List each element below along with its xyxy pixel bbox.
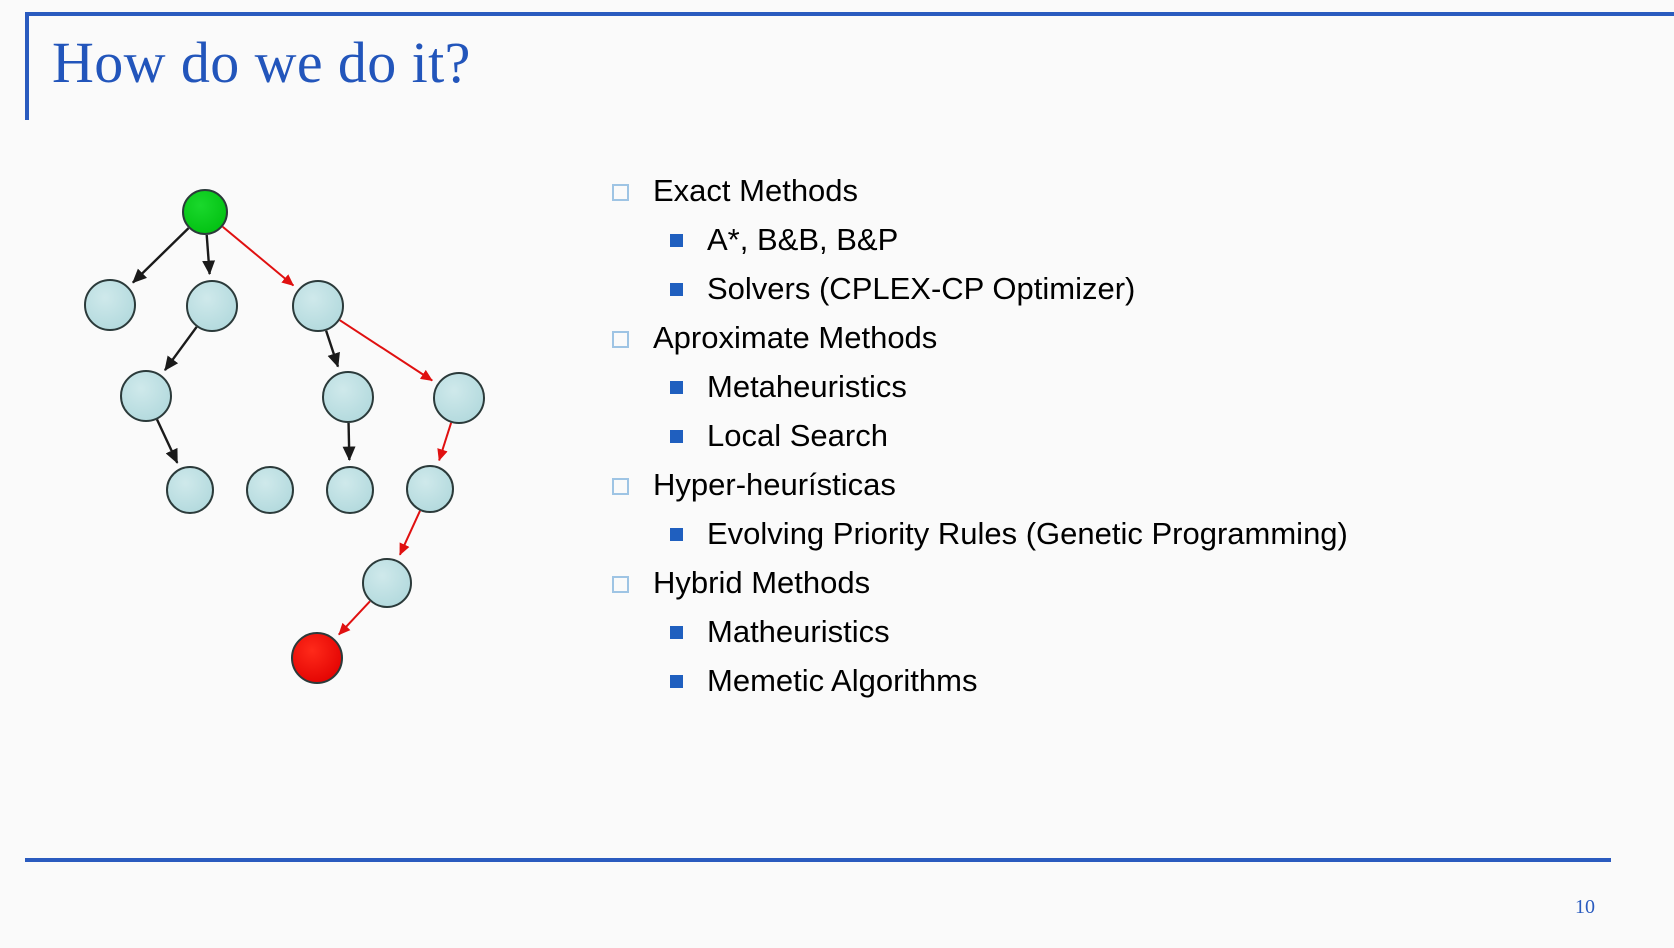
bullet-item: Evolving Priority Rules (Genetic Program… [612,509,1652,558]
bullet-item: Hybrid Methods [612,558,1652,607]
bullet-label: Hyper-heurísticas [653,467,896,502]
filled-square-bullet-icon [670,381,683,394]
tree-node [84,279,136,331]
hollow-square-bullet-icon [612,331,629,348]
bullet-item: Aproximate Methods [612,313,1652,362]
tree-edge-solution-path [437,422,453,462]
tree-node [246,466,294,514]
title-rule-left [25,12,29,120]
page-number: 10 [1575,896,1595,918]
bullet-label: Evolving Priority Rules (Genetic Program… [707,516,1348,551]
tree-edge-solution-path [338,600,371,636]
bullet-label: Exact Methods [653,173,859,208]
tree-node [322,371,374,423]
filled-square-bullet-icon [670,675,683,688]
search-tree-diagram [40,160,560,720]
bullet-item: A*, B&B, B&P [612,215,1652,264]
tree-edge-solution-path [398,510,421,556]
hollow-square-bullet-icon [612,576,629,593]
footer-rule [25,858,1611,862]
tree-root-node [182,189,228,235]
filled-square-bullet-icon [670,283,683,296]
tree-edge [325,330,340,368]
hollow-square-bullet-icon [612,184,629,201]
filled-square-bullet-icon [670,430,683,443]
bullet-label: Matheuristics [707,614,890,649]
tree-node [166,466,214,514]
filled-square-bullet-icon [670,234,683,247]
bullet-item: Solvers (CPLEX-CP Optimizer) [612,264,1652,313]
tree-node [406,465,454,513]
tree-node [326,466,374,514]
tree-edges [132,225,453,636]
search-tree-svg [84,189,485,684]
tree-edge [155,419,179,464]
tree-goal-node [291,632,343,684]
tree-edge-solution-path [222,225,295,287]
bullet-label: Local Search [707,418,888,453]
tree-nodes [84,189,485,684]
tree-node [120,370,172,422]
tree-node [292,280,344,332]
bullet-label: Metaheuristics [707,369,907,404]
tree-edge [202,234,216,276]
bullet-item: Hyper-heurísticas [612,460,1652,509]
filled-square-bullet-icon [670,528,683,541]
bullet-label: Memetic Algorithms [707,663,978,698]
tree-edge-solution-path [339,319,433,382]
bullet-item: Exact Methods [612,166,1652,215]
title-rule-top [25,12,1674,16]
bullet-label: A*, B&B, B&P [707,222,899,257]
tree-node [362,558,412,608]
tree-edge [163,326,198,371]
hollow-square-bullet-icon [612,478,629,495]
bullet-label: Solvers (CPLEX-CP Optimizer) [707,271,1136,306]
bullet-item: Metaheuristics [612,362,1652,411]
tree-node [186,280,238,332]
tree-edge [132,227,190,284]
bullet-item: Local Search [612,411,1652,460]
bullet-label: Aproximate Methods [653,320,938,355]
bullet-item: Memetic Algorithms [612,656,1652,705]
tree-edge [342,422,356,461]
filled-square-bullet-icon [670,626,683,639]
page-title: How do we do it? [52,30,471,95]
bullet-item: Matheuristics [612,607,1652,656]
tree-node [433,372,485,424]
bullet-label: Hybrid Methods [653,565,871,600]
